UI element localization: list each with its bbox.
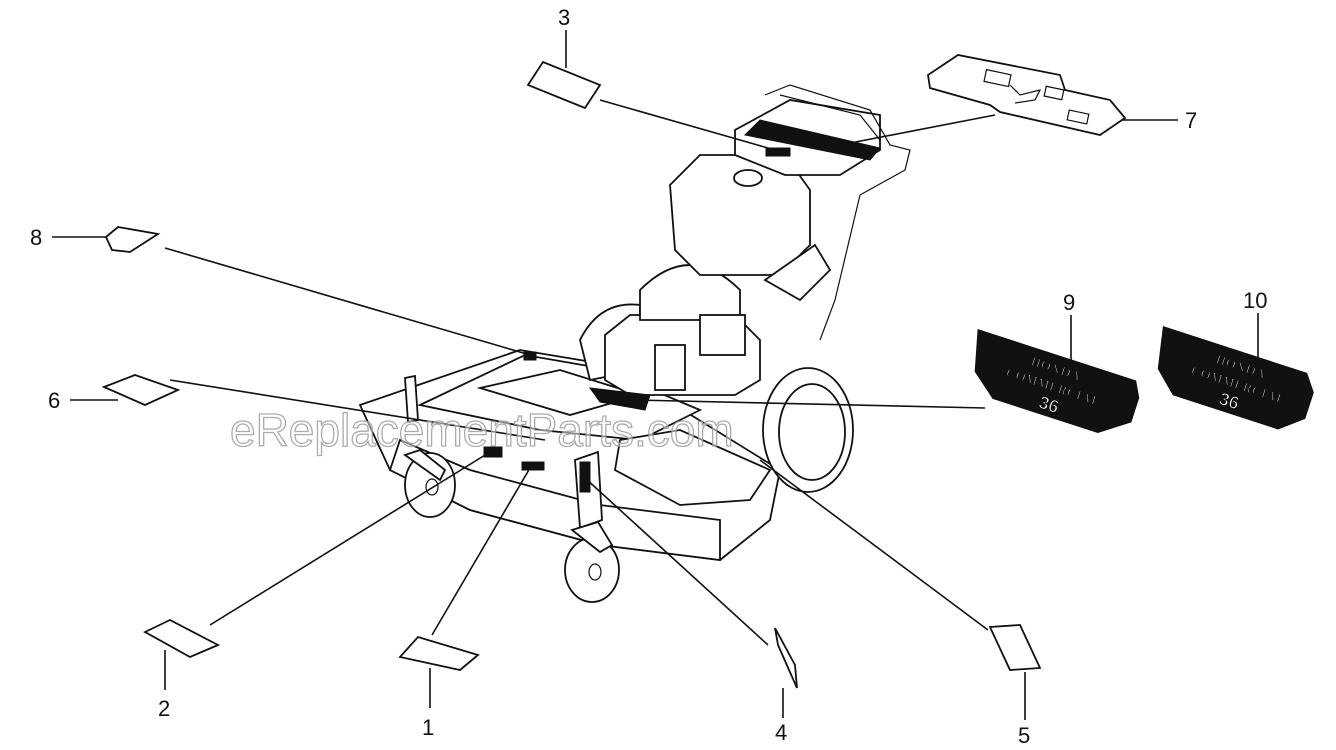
callout-5: 5	[1018, 723, 1030, 748]
callout-9: 9	[1063, 290, 1075, 315]
part-decal-2	[143, 618, 221, 659]
watermark-text: eReplacementParts.com	[230, 404, 734, 456]
part-decal-1	[398, 635, 480, 671]
leader-lines	[52, 30, 1259, 720]
callout-6: 6	[48, 388, 60, 413]
callout-labels: 3 7 8 6 9 10 2 1 4 5	[30, 5, 1267, 748]
callout-1: 1	[422, 715, 434, 740]
part-decal-6	[101, 374, 181, 406]
part-decal-4	[774, 627, 798, 689]
part-decal-5	[988, 624, 1042, 671]
part-decal-10: HONDA COMMERCIAL 36	[1157, 326, 1314, 430]
callout-2: 2	[158, 696, 170, 721]
mower-illustration	[358, 84, 911, 603]
callout-8: 8	[30, 225, 42, 250]
part-decal-3	[526, 60, 602, 110]
part-decal-9: HONDA COMMERCIAL 36	[974, 328, 1140, 434]
callout-3: 3	[558, 5, 570, 30]
callout-7: 7	[1185, 108, 1197, 133]
part-decal-7	[927, 54, 1127, 136]
callout-4: 4	[775, 720, 787, 745]
part-decal-8	[104, 226, 161, 253]
callout-10: 10	[1243, 288, 1267, 313]
